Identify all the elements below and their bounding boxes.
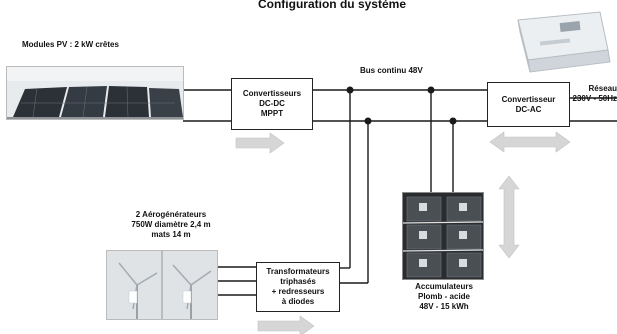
wind-turbine-photo-2 (162, 250, 218, 320)
junction-dot (346, 86, 354, 94)
dcdc-line-3: MPPT (260, 109, 284, 118)
transfo-line-3: + redresseurs (271, 287, 325, 296)
dcac-line-1: Convertisseur (501, 94, 556, 104)
pv-modules-photo (6, 66, 184, 120)
battery-line-2: Plomb - acide (417, 292, 470, 301)
dcac-line-2: DC-AC (515, 104, 542, 114)
battery-bank-photo (402, 192, 484, 280)
flow-arrow-vertical-double (498, 175, 520, 259)
transfo-line-2: triphasés (280, 277, 316, 286)
grid-line-1: Réseau (588, 84, 617, 93)
transfo-line-1: Transformateurs (266, 267, 330, 276)
wind-line-1: 2 Aérogénérateurs (135, 210, 207, 219)
flow-arrow-right (235, 132, 285, 154)
dcdc-line-2: DC-DC (259, 99, 285, 108)
junction-dot (427, 86, 435, 94)
dcdc-line-1: Convertisseurs (242, 89, 302, 98)
wind-turbine-photo-1 (106, 250, 162, 320)
dcac-converter-box: Convertisseur DC-AC (487, 82, 570, 127)
junction-dot (364, 117, 372, 125)
battery-line-3: 48V - 15 kWh (419, 302, 469, 311)
grid-line-2: 230V - 50Hz (572, 94, 617, 103)
junction-dot (449, 117, 457, 125)
diagram-title: Configuration du système (257, 0, 406, 11)
flow-arrow-double (489, 131, 571, 153)
battery-label: Accumulateurs Plomb - acide 48V - 15 kWh (396, 282, 492, 312)
dcdc-converter-box: Convertisseurs DC-DC MPPT (231, 78, 313, 130)
flow-arrow-right-bottom (257, 315, 315, 334)
transfo-line-4: à diodes (281, 297, 315, 306)
grid-label: Réseau 230V - 50Hz (568, 84, 617, 104)
pv-label: Modules PV : 2 kW crêtes (22, 40, 119, 49)
wind-line-2: 750W diamètre 2,4 m (131, 220, 211, 229)
wind-label: 2 Aérogénérateurs 750W diamètre 2,4 m ma… (106, 210, 236, 240)
transformer-rectifier-box: Transformateurs triphasés + redresseurs … (256, 262, 340, 312)
inverter-device-illustration (517, 11, 611, 73)
wind-line-3: mats 14 m (151, 230, 191, 239)
bus-label: Bus continu 48V (360, 66, 423, 75)
battery-line-1: Accumulateurs (415, 282, 473, 291)
